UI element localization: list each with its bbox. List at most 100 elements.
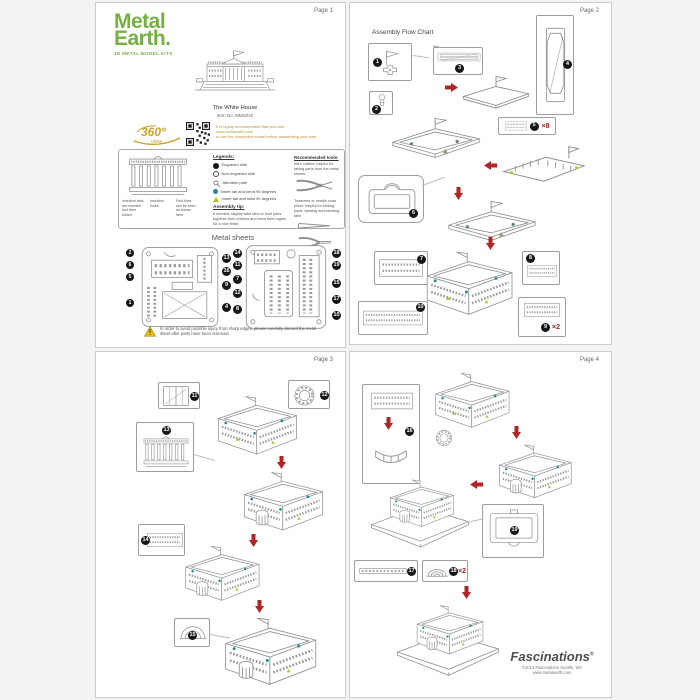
flat-wall-drawing xyxy=(371,392,413,410)
part-callout: 13 xyxy=(162,426,171,435)
page-2: Page 2 Assembly Flow Chart 1 2 3 4 5 ×8 … xyxy=(349,2,612,345)
part-callout: 9 xyxy=(541,323,550,332)
recommendation-url: www.metalearth.com xyxy=(216,129,254,135)
part-callout: 6 xyxy=(409,209,418,218)
qr-code-icon xyxy=(186,122,210,146)
part-callout: 18 xyxy=(449,567,458,576)
step-box-10: 10 xyxy=(358,301,428,335)
part-callout: 19 xyxy=(510,526,519,535)
assembly-tip-text: If needed, slightly twist tabs to hold p… xyxy=(213,211,286,226)
product-name: The White House xyxy=(212,105,258,111)
curved-wall-drawing xyxy=(375,450,407,463)
multiplier-x8: ×8 xyxy=(541,122,550,130)
badge-360-text: 360° xyxy=(141,125,166,139)
strip-part-drawing xyxy=(358,567,408,575)
flow-arrow-right-icon xyxy=(445,83,458,92)
part-callout: 13 xyxy=(222,254,231,263)
step-box-13: 13 xyxy=(136,422,194,472)
window-part-icon xyxy=(504,121,527,131)
bend-tab-icon xyxy=(213,189,218,195)
brand-logo-line2: Earth. xyxy=(114,27,171,50)
part-callout: 12 xyxy=(320,391,329,400)
posts-insertion-drawing xyxy=(503,145,585,182)
fascinations-logo: Fascinations® xyxy=(498,650,606,663)
fascinations-wordmark: Fascinations xyxy=(510,649,590,664)
flow-arrow-left-icon xyxy=(470,480,483,489)
portico-facade-drawing xyxy=(143,436,189,468)
tweezers-icon xyxy=(297,223,331,229)
brand-logo: Metal Earth. 3D METAL MODEL KITS xyxy=(114,10,173,56)
recommendation-line3: to see the completed model before assemb… xyxy=(216,134,317,140)
part-callout: 8 xyxy=(526,254,535,263)
building-on-base-drawing xyxy=(370,478,470,552)
product-title-block: The White House Item No. MMS032 xyxy=(184,105,286,118)
platform-with-flag-drawing xyxy=(463,75,529,109)
bend-arrow-down-icon xyxy=(384,417,393,430)
twist-tab-icon xyxy=(213,196,219,202)
part-callout: 3 xyxy=(455,64,464,73)
part-callout: 12 xyxy=(233,289,242,298)
tools-wirecutters-text: Wire cutters: helpful for taking parts f… xyxy=(294,162,339,176)
fold-part-drawing xyxy=(163,386,189,406)
legend-item: Engraved side xyxy=(221,162,248,168)
legend-list: Legends: Engraved side Non engraved side… xyxy=(213,155,289,227)
assembly-tip-title: Assembly tip: xyxy=(213,204,245,210)
publisher-footer: Fascinations® ©2013 Fascinations Seattle… xyxy=(498,650,606,675)
step-box-6: 6 xyxy=(358,175,424,223)
step-box-19: 19 xyxy=(482,504,544,558)
recommendation-line1: It is highly recommended that you visit xyxy=(216,124,284,129)
part-callout: 14 xyxy=(233,249,242,258)
part-callout: 19 xyxy=(332,261,341,270)
page-number: Page 4 xyxy=(579,357,599,363)
diagram-label-tabs: Insertion tabs are inserted and then fol… xyxy=(122,199,144,218)
flow-arrow-down-icon xyxy=(462,586,471,599)
magnifier-icon xyxy=(213,180,220,187)
diagram-label-folds: Fold lines can be seen as shown here xyxy=(176,199,196,218)
walls-assembly-drawing xyxy=(416,249,520,319)
building-assembly-drawing xyxy=(176,546,266,602)
page-4: Page 4 16 19 17 18 ×2 Fascinations® ©201… xyxy=(349,351,612,698)
window-wall-drawing xyxy=(527,264,557,278)
step-box-14: 14 xyxy=(138,524,185,556)
metal-sheets-title: Metal sheets xyxy=(211,233,255,242)
part-callout: 1 xyxy=(126,299,134,307)
page-number: Page 3 xyxy=(313,357,333,363)
badge-360-swoosh-icon xyxy=(133,125,181,146)
step-box-4: 4 xyxy=(536,15,574,115)
page-1: Page 1 Metal Earth. 3D METAL MODEL KITS … xyxy=(95,2,346,348)
assembly-flow-chart-title: Assembly Flow Chart xyxy=(372,29,434,36)
badge-360-view: view xyxy=(151,139,163,145)
part-callout: 2 xyxy=(372,105,381,114)
part-callout: 16 xyxy=(405,427,414,436)
part-callout: 4 xyxy=(222,303,231,312)
brand-logo-line1: Metal xyxy=(114,10,166,33)
legend-item: Insert tab and twist 90 degrees xyxy=(221,196,277,202)
building-assembly-drawing xyxy=(490,444,578,500)
flow-arrow-down-icon xyxy=(512,426,521,439)
website-text: www.metalearth.com xyxy=(532,669,572,675)
tools-title: Recommended tools: xyxy=(294,155,339,160)
step-box-9: 9 ×2 xyxy=(518,297,566,337)
building-assembly-drawing xyxy=(426,370,516,432)
wire-cutters-icon xyxy=(295,179,334,192)
step-box-3: 3 xyxy=(433,47,483,75)
tools-column: Recommended tools: Wire cutters: helpful… xyxy=(294,155,342,254)
part-callout: 1 xyxy=(373,58,382,67)
part-callout: 16 xyxy=(222,267,231,276)
multiplier-x2: ×2 xyxy=(552,324,560,331)
step-box-11: 11 xyxy=(158,382,200,409)
building-assembly-drawing xyxy=(212,618,326,686)
recommendation-text: It is highly recommended that you visit … xyxy=(216,124,328,140)
diagram-label-holes: Insertion holes xyxy=(150,199,164,208)
product-item-number: Item No. MMS032 xyxy=(216,112,254,118)
long-window-wall-drawing xyxy=(363,310,423,326)
part-callout: 15 xyxy=(188,631,197,640)
step-box-16: 16 xyxy=(362,384,420,484)
white-house-illustration xyxy=(195,49,275,91)
part-callout: 14 xyxy=(141,536,150,545)
page-number: Page 1 xyxy=(313,8,333,14)
sharp-edge-warning: In order to avoid possible injury from s… xyxy=(144,326,320,337)
long-panel-drawing xyxy=(437,52,481,62)
part-callout: 10 xyxy=(416,303,425,312)
